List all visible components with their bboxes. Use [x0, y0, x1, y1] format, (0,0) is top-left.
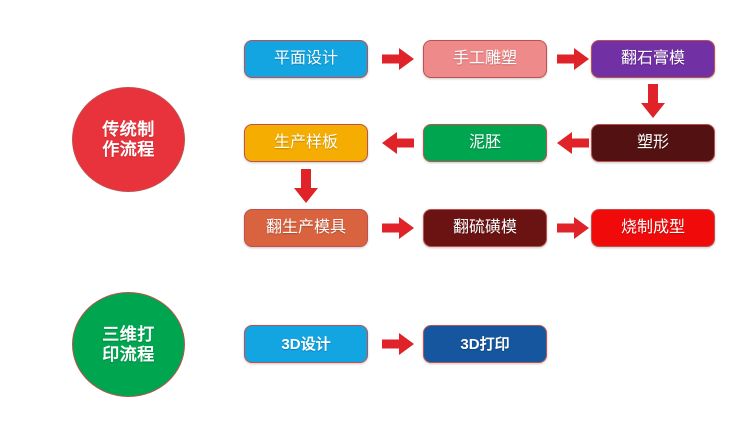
- arrow-right-design-to-sculpt: [382, 48, 414, 70]
- node-sulfur-mold[interactable]: 翻硫磺模: [423, 209, 547, 247]
- arrow-left-clay-to-sample: [382, 132, 414, 154]
- traditional-process-badge: 传统制 作流程: [72, 87, 185, 192]
- node-hand-sculpting[interactable]: 手工雕塑: [423, 40, 547, 78]
- printing-process-badge-label: 三维打 印流程: [102, 325, 155, 364]
- node-hand-sculpting-label: 手工雕塑: [452, 50, 517, 67]
- node-clay-body[interactable]: 泥胚: [423, 124, 547, 162]
- node-3d-design-label: 3D设计: [281, 335, 331, 353]
- node-3d-print-label: 3D打印: [460, 335, 510, 353]
- node-plaster-mold[interactable]: 翻石膏模: [591, 40, 715, 78]
- node-production-sample-label: 生产样板: [273, 134, 338, 151]
- traditional-process-badge-label: 传统制 作流程: [102, 120, 155, 159]
- node-shaping[interactable]: 塑形: [591, 124, 715, 162]
- arrow-left-shaping-to-clay: [557, 132, 589, 154]
- node-clay-body-label: 泥胚: [468, 134, 501, 151]
- node-production-mold[interactable]: 翻生产模具: [244, 209, 368, 247]
- arrow-right-production-mold-to-sulfur-mold: [382, 217, 414, 239]
- printing-process-badge: 三维打 印流程: [72, 292, 185, 397]
- node-graphic-design[interactable]: 平面设计: [244, 40, 368, 78]
- node-graphic-design-label: 平面设计: [273, 50, 338, 67]
- arrow-right-sculpt-to-plaster: [557, 48, 589, 70]
- node-3d-design[interactable]: 3D设计: [244, 325, 368, 363]
- node-production-sample[interactable]: 生产样板: [244, 124, 368, 162]
- node-firing-forming-label: 烧制成型: [620, 219, 685, 236]
- arrow-right-3d-design-to-3d-print: [382, 333, 414, 355]
- node-shaping-label: 塑形: [636, 134, 669, 151]
- node-firing-forming[interactable]: 烧制成型: [591, 209, 715, 247]
- node-production-mold-label: 翻生产模具: [265, 219, 346, 236]
- arrow-down-plaster-to-shaping: [641, 84, 665, 118]
- arrow-down-sample-to-production-mold: [294, 169, 318, 203]
- node-3d-print[interactable]: 3D打印: [423, 325, 547, 363]
- node-plaster-mold-label: 翻石膏模: [620, 50, 685, 67]
- node-sulfur-mold-label: 翻硫磺模: [452, 219, 517, 236]
- arrow-right-sulfur-mold-to-firing: [557, 217, 589, 239]
